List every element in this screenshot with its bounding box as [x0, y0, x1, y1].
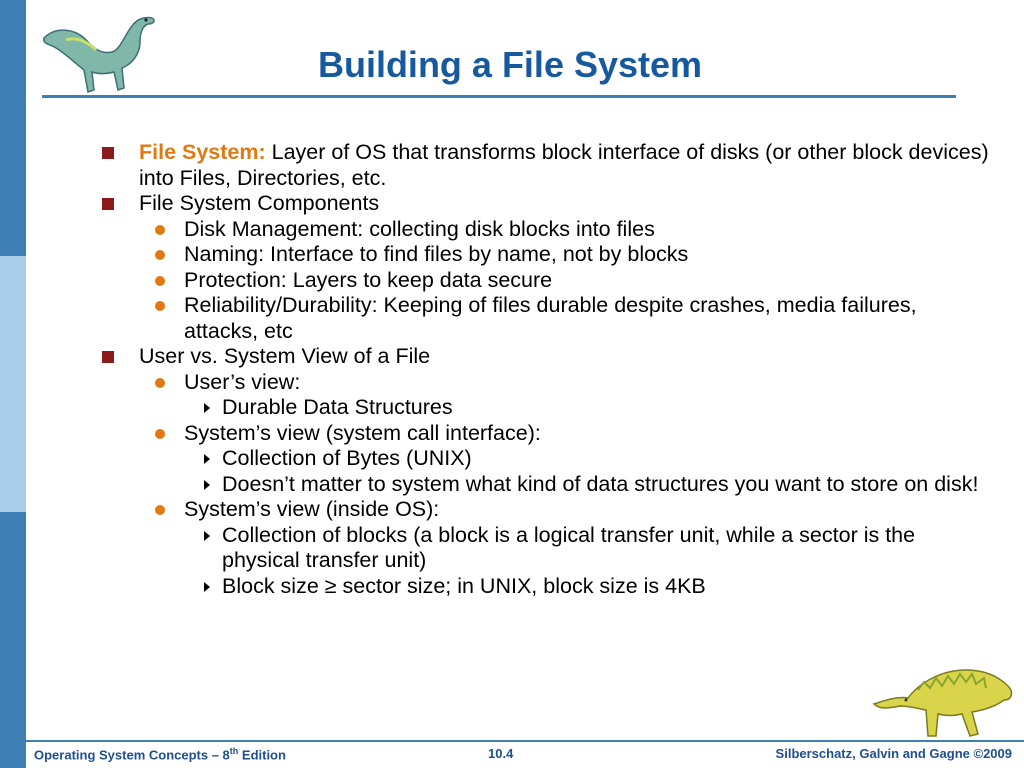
circle-bullet-icon: [155, 275, 165, 286]
circle-bullet-icon: [155, 224, 165, 235]
square-bullet-icon: [102, 351, 114, 363]
list-item: System’s view (inside OS):: [102, 497, 992, 523]
dinosaur-logo-icon: [42, 16, 155, 93]
list-item: Doesn’t matter to system what kind of da…: [102, 472, 992, 498]
list-item-text: System’s view (inside OS):: [184, 497, 440, 521]
list-item: File System: Layer of OS that transforms…: [102, 140, 992, 191]
triangle-bullet-icon: [204, 454, 210, 464]
list-item-text: Layer of OS that transforms block interf…: [139, 140, 989, 190]
list-item: Durable Data Structures: [102, 395, 992, 421]
circle-bullet-icon: [155, 301, 165, 311]
footer-copyright: Silberschatz, Galvin and Gagne ©2009: [775, 746, 1012, 761]
list-item: Reliability/Durability: Keeping of files…: [102, 293, 992, 344]
triangle-bullet-icon: [204, 403, 210, 413]
list-item-text: Naming: Interface to find files by name,…: [184, 242, 689, 266]
footer-edition-text: Edition: [238, 747, 286, 763]
list-item-text: Doesn’t matter to system what kind of da…: [222, 471, 979, 496]
footer-superscript: th: [229, 746, 239, 756]
left-bar-segment-middle: [0, 256, 26, 512]
list-item-text: System’s view (system call interface):: [184, 420, 541, 445]
slide-content: File System: Layer of OS that transforms…: [102, 140, 992, 599]
list-item-text: Block size ≥ sector size; in UNIX, block…: [222, 573, 706, 598]
slide-title: Building a File System: [317, 44, 703, 85]
list-item-text: File System Components: [139, 191, 380, 215]
circle-bullet-icon: [155, 377, 165, 388]
footer-divider: [26, 740, 1024, 742]
bullet-list: File System: Layer of OS that transforms…: [102, 140, 992, 599]
triangle-bullet-icon: [204, 530, 210, 541]
list-item: Collection of blocks (a block is a logic…: [102, 523, 992, 574]
square-bullet-icon: [102, 198, 114, 210]
circle-bullet-icon: [155, 250, 165, 260]
list-item-text: Collection of Bytes (UNIX): [222, 446, 472, 470]
list-item-text: Durable Data Structures: [222, 395, 453, 419]
list-item: System’s view (system call interface):: [102, 421, 992, 447]
circle-bullet-icon: [155, 428, 165, 439]
list-item-text: User’s view:: [184, 369, 301, 394]
left-bar-segment-top: [0, 0, 26, 256]
triangle-bullet-icon: [204, 581, 210, 592]
circle-bullet-icon: [155, 505, 165, 515]
footer-page-number: 10.4: [488, 746, 514, 761]
list-item: Block size ≥ sector size; in UNIX, block…: [102, 574, 992, 600]
list-item-text: Collection of blocks (a block is a logic…: [222, 522, 916, 573]
list-item-text: User vs. System View of a File: [139, 344, 431, 368]
list-item: Collection of Bytes (UNIX): [102, 446, 992, 472]
left-accent-bar: [0, 0, 26, 768]
list-item: User vs. System View of a File: [102, 344, 992, 370]
list-item-text: Disk Management: collecting disk blocks …: [184, 216, 655, 241]
title-divider: [42, 95, 956, 98]
left-bar-segment-bottom: [0, 512, 26, 768]
footer-course-title: Operating System Concepts – 8th Edition: [34, 746, 286, 762]
list-item-text: Protection: Layers to keep data secure: [184, 267, 553, 292]
list-item: Naming: Interface to find files by name,…: [102, 242, 992, 268]
triangle-bullet-icon: [204, 479, 210, 490]
term-label: File System:: [139, 140, 266, 164]
square-bullet-icon: [102, 147, 114, 159]
list-item: Protection: Layers to keep data secure: [102, 268, 992, 294]
list-item: File System Components: [102, 191, 992, 217]
dinosaur-logo-icon: [872, 669, 1013, 737]
list-item-text: Reliability/Durability: Keeping of files…: [184, 293, 917, 343]
footer-course-text: Operating System Concepts – 8: [34, 747, 230, 763]
list-item: Disk Management: collecting disk blocks …: [102, 217, 992, 243]
list-item: User’s view:: [102, 370, 992, 396]
